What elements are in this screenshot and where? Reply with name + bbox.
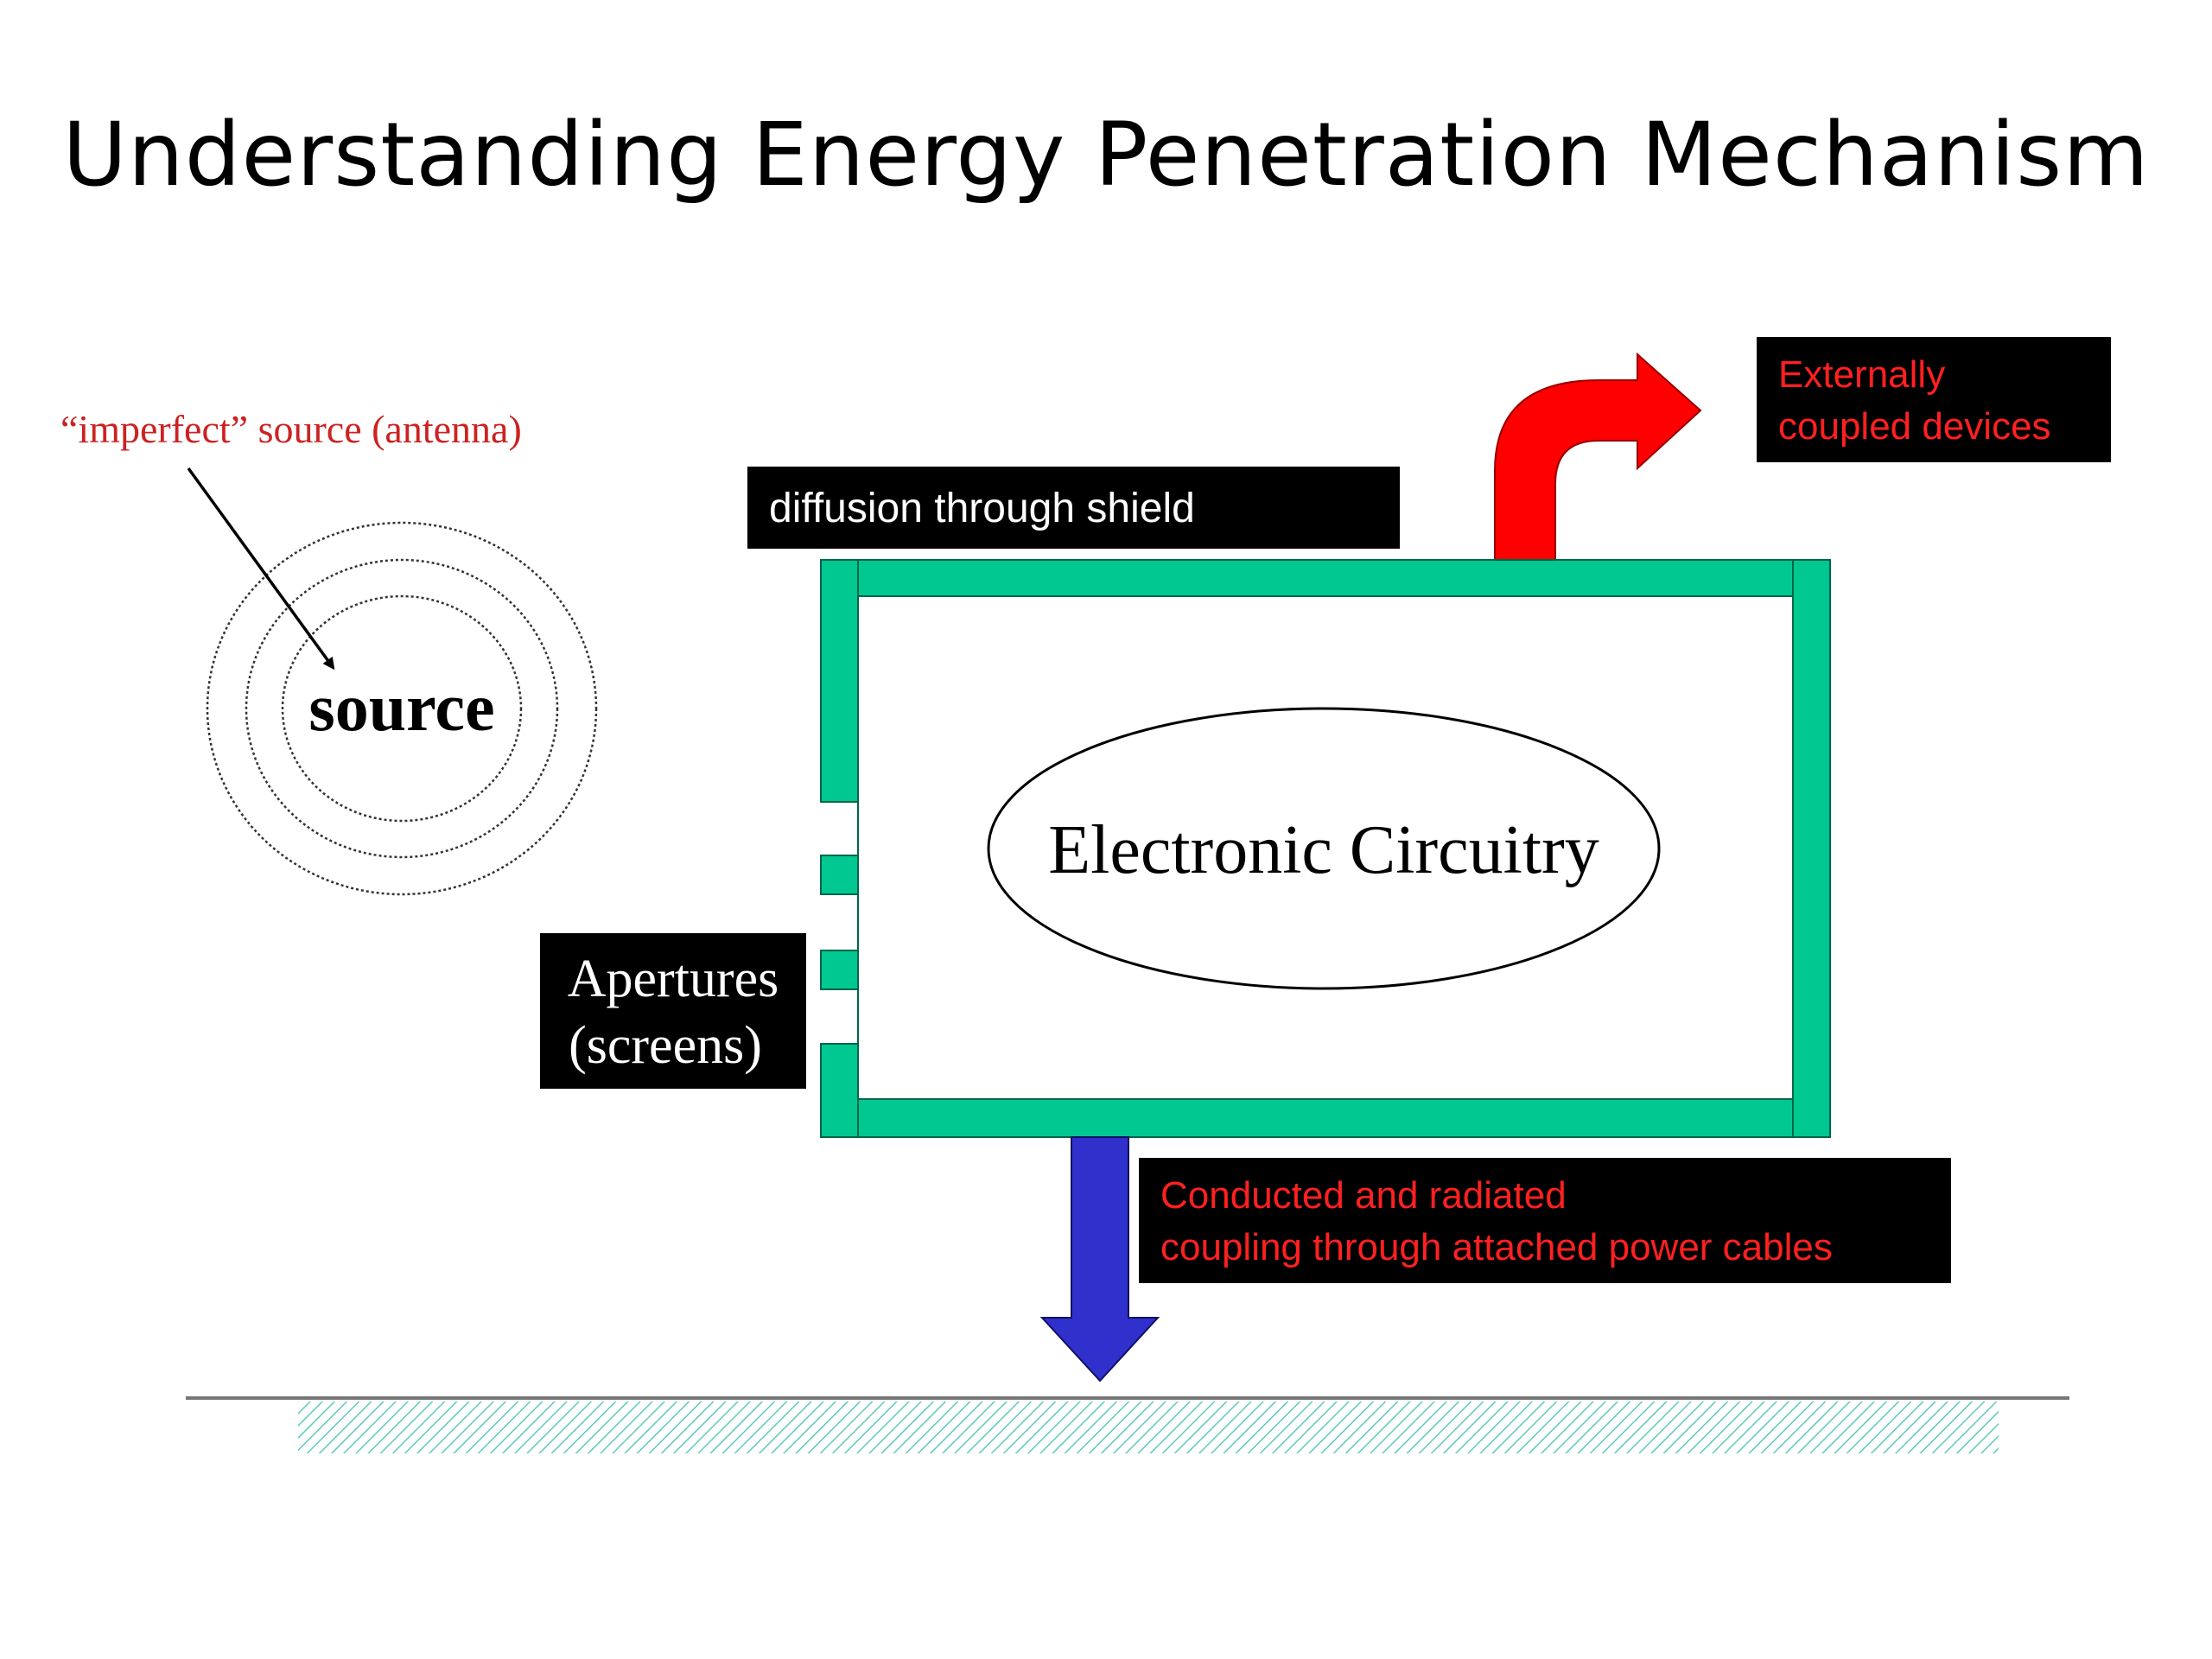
diffusion-label-box [747,467,1400,549]
cables-label-line2: coupling through attached power cables [1160,1226,1833,1268]
cables-label-box [1139,1158,1951,1283]
source-label: source [308,670,494,745]
source-ring-outer [206,521,598,896]
source-annotation: “imperfect” source (antenna) [60,407,522,451]
circuitry-label: Electronic Circuitry [1048,812,1599,888]
apertures-label-box [540,933,806,1089]
cables-label-line1: Conducted and radiated [1160,1174,1567,1217]
apertures-label-line2: (screens) [569,1016,762,1075]
source-field-rings [206,521,598,896]
source-ring-middle [245,558,559,859]
diffusion-label: diffusion through shield [769,486,1195,531]
arrow-down-icon [1039,1136,1160,1382]
aperture-screen-segment-2 [820,950,859,990]
aperture-screen-segment-1 [820,855,859,895]
external-label-box [1757,337,2111,462]
apertures-label-line1: Apertures [568,950,779,1008]
external-label-line1: Externally [1778,353,1945,396]
ground-hatch [298,1402,1999,1453]
external-label-line2: coupled devices [1778,405,2051,448]
slide-title: Understanding Energy Penetration Mechani… [62,104,2150,207]
circuitry-ellipse [987,707,1661,990]
pointer-arrow-icon [187,467,335,671]
curved-arrow-up-right-icon [1494,352,1702,561]
source-ring-inner [281,594,523,823]
shield-enclosure [820,559,1831,1138]
